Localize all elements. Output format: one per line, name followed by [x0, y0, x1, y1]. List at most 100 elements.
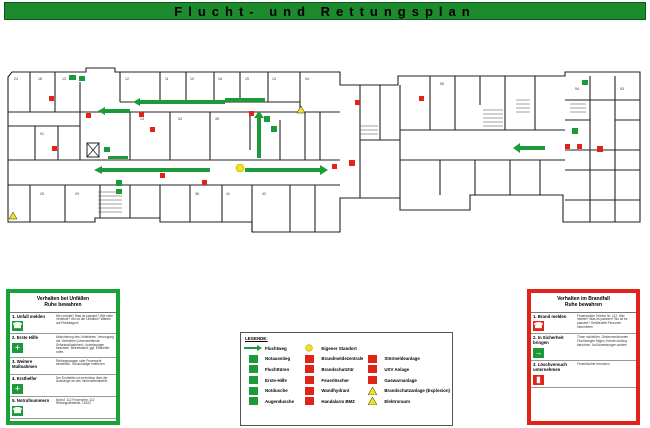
red-box-symbol-icon — [300, 365, 318, 374]
room-number: 42 — [262, 192, 266, 196]
legend-label: Notdusche — [265, 388, 288, 394]
procedure-text: Notruf: 112 Feuerwehr: 112 Rettungsleits… — [56, 397, 95, 406]
green-box-symbol-icon — [244, 376, 262, 385]
procedure-text: Feuermelder Telefon Nr. 112. Wer meldet?… — [577, 313, 628, 329]
procedure-section: 3. Weitere Maßnahmen Rettungswagen oder F… — [10, 358, 116, 375]
procedure-heading: 2. Erste Hilfe — [12, 335, 39, 341]
arrow-symbol-icon — [244, 344, 262, 352]
green-box-symbol-icon — [244, 365, 262, 374]
green-box-symbol-icon — [244, 386, 262, 395]
first-aid-icon: + — [12, 383, 23, 394]
title-banner: Flucht- und Rettungsplan — [4, 2, 646, 20]
legend-item: Erste-Hilfe — [244, 375, 300, 386]
procedure-section: 4. Ersthelfer + Der Ersthelfer ist erreich… — [10, 375, 116, 397]
legend-label: Brandschutzanlage (Explosion) — [384, 388, 450, 394]
legend-label: Eigener Standort — [321, 345, 357, 351]
first-aid-icon: + — [12, 343, 23, 354]
room-number: 14 — [140, 117, 144, 121]
red-box-symbol-icon — [300, 397, 318, 406]
room-number: 13 — [62, 77, 66, 81]
legend-title: LEGENDE: — [245, 336, 268, 341]
room-number: 14 — [272, 77, 276, 81]
legend-item: Gaswarnanlage — [363, 375, 450, 386]
legend-item: Brandschutztür — [300, 364, 363, 375]
legend-label: Brandschutztür — [321, 366, 354, 372]
red-box-symbol-icon — [300, 386, 318, 395]
none-symbol-icon — [363, 344, 381, 352]
procedure-text: Türen schließen. Gekennzeichneten Flucht… — [577, 335, 629, 347]
room-number: 15 — [245, 77, 249, 81]
room-number: 11 — [165, 77, 169, 81]
warning-symbol-icon — [363, 386, 381, 395]
room-number: 18 — [38, 77, 42, 81]
legend-label: Erste-Hilfe — [265, 377, 287, 383]
plan-title: Flucht- und Rettungsplan — [174, 3, 476, 19]
legend-label: Notausstieg — [265, 356, 291, 362]
procedure-text: Absicherung des Unfallortes. Versorgung … — [56, 335, 114, 355]
legend-item: Störmeldeanlage — [363, 354, 450, 365]
legend-item: USV Anlage — [363, 364, 450, 375]
red-box-symbol-icon — [363, 365, 381, 374]
legend-item: Augendusche — [244, 396, 300, 407]
room-number: 24 — [14, 77, 18, 81]
procedure-heading: 3. Löschversuch unternehmen — [533, 362, 567, 373]
phone-icon: ☎ — [12, 321, 23, 332]
procedure-section: 1. Unfall melden☎Wer meldet? Was ist pas… — [10, 313, 116, 335]
legend-label: USV Anlage — [384, 366, 410, 372]
room-number: 01 — [40, 132, 44, 136]
legend-label: Handalarm BMZ — [321, 398, 355, 404]
procedure-heading: 4. Ersthelfer — [12, 375, 37, 381]
procedure-section: 3. Löschversuch unternehmen ▮ Feuerlöscher… — [531, 361, 636, 389]
procedure-section: 5. Notrufnummern ☎ Notruf: 112 Feuerwehr: … — [10, 397, 116, 419]
phone-icon: ☎ — [533, 321, 544, 332]
green-box-symbol-icon — [244, 397, 262, 406]
red-box-symbol-icon — [300, 376, 318, 385]
procedure-text: Feuerlöscher benutzen — [577, 362, 610, 367]
legend-item: Fluchttüren — [244, 364, 300, 375]
accident-procedure-panel: Verhalten bei Unfällen Ruhe bewahren 1. … — [6, 289, 120, 425]
phone-icon: ☎ — [12, 405, 23, 416]
legend-item: Handalarm BMZ — [300, 396, 363, 407]
room-number: 16 — [218, 77, 222, 81]
legend-label: Fluchttüren — [265, 366, 290, 372]
procedure-section: 1. Brand melden ☎ Feuermelder Telefon Nr. … — [531, 313, 636, 335]
room-number: 54 — [575, 87, 579, 91]
room-number: 04 — [305, 77, 309, 81]
red-box-symbol-icon — [300, 354, 318, 363]
red-box-symbol-icon — [363, 354, 381, 363]
warning-symbol-icon — [363, 397, 381, 406]
dot-yellow-symbol-icon — [300, 344, 318, 352]
room-number: 34 — [178, 117, 182, 121]
procedure-text: Rettungswagen oder Feuerwehr einweisen. … — [56, 358, 106, 367]
legend-item: Eigener Standort — [300, 343, 363, 354]
fire-procedure-panel: Verhalten im Brandfall Ruhe bewahren 1. … — [527, 289, 640, 425]
extinguisher-icon: ▮ — [533, 375, 544, 386]
accident-panel-title: Verhalten bei Unfällen Ruhe bewahren — [10, 293, 116, 313]
legend-item — [363, 343, 450, 354]
red-box-symbol-icon — [363, 376, 381, 385]
legend-item: Wandhydrant — [300, 385, 363, 396]
room-number: 55 — [440, 82, 444, 86]
legend-label: Gaswarnanlage — [384, 377, 417, 383]
room-number: 10 — [190, 77, 194, 81]
legend-label: Brandmeldezentrale — [321, 356, 364, 362]
legend-label: Feuerlöscher — [321, 377, 349, 383]
room-number: 25 — [40, 192, 44, 196]
procedure-heading: 1. Brand melden — [533, 313, 567, 319]
legend-label: Wandhydrant — [321, 388, 350, 394]
room-number: 36 — [195, 192, 199, 196]
escape-icon: → — [533, 348, 544, 359]
legend-label: Fluchtweg — [265, 345, 287, 351]
procedure-section: 2. In Sicherheit bringen→Türen schließen… — [531, 334, 636, 362]
legend-label: Augendusche — [265, 398, 295, 404]
legend-item: Notausstieg — [244, 354, 300, 365]
legend-item: Fluchtweg — [244, 343, 300, 354]
legend-item: Notdusche — [244, 385, 300, 396]
procedure-heading: 3. Weitere Maßnahmen — [12, 358, 38, 369]
procedure-text: Der Ersthelfer ist erreichbar über die A… — [56, 375, 109, 384]
room-number: 29 — [75, 192, 79, 196]
procedure-heading: 5. Notrufnummern — [12, 397, 50, 403]
legend-item: Brandmeldezentrale — [300, 354, 363, 365]
